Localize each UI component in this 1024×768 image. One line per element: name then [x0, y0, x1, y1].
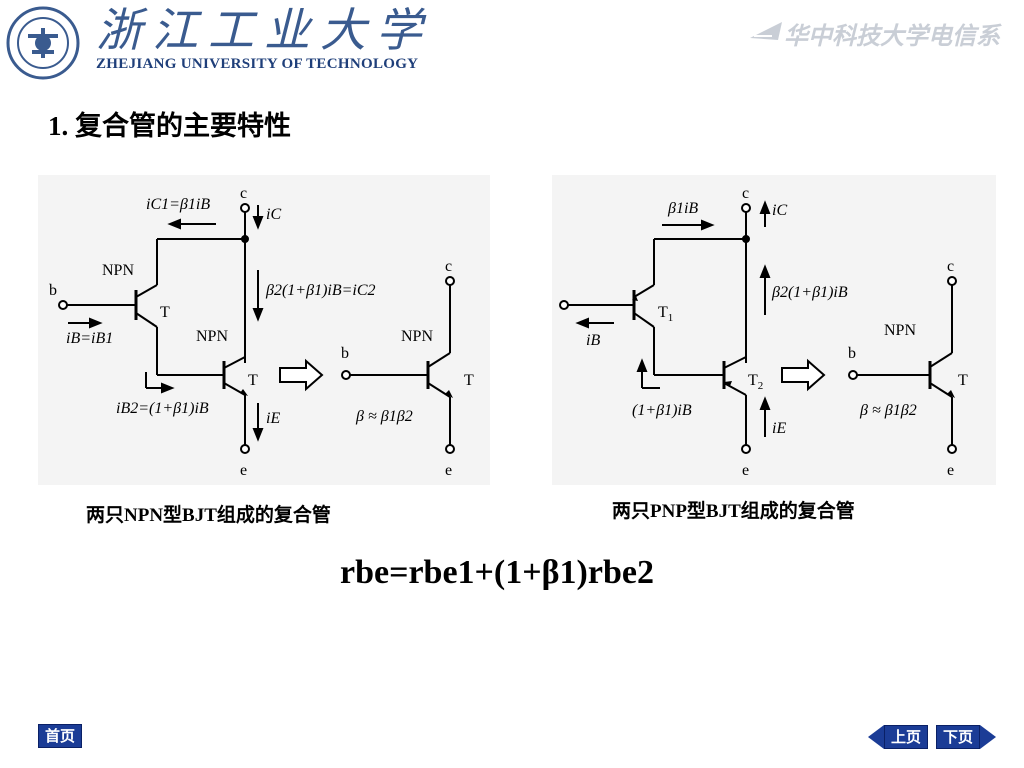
npn-label-npn1: NPN [102, 262, 134, 279]
section-title: 1. 复合管的主要特性 [48, 111, 291, 141]
pnp-label-ie: iE [772, 420, 786, 437]
npn-label-e-eq: e [445, 462, 452, 479]
pnp-diagram-panel [552, 175, 996, 485]
pnp-label-ib: iB [586, 332, 600, 349]
formula: rbe=rbe1+(1+β1)rbe2 [340, 554, 654, 591]
pnp-composite-diagram: c e T1 T2 NPN b c T e β1iB iC β2(1+β1)iB… [559, 185, 968, 479]
npn-label-ic1: iC1=β1iB [146, 196, 210, 213]
pnp-label-b1ib: β1iB [667, 200, 698, 217]
next-button[interactable]: 下页 [936, 725, 981, 749]
university-name-cn: 浙江工业大学 [96, 3, 432, 57]
npn-label-t2: T [248, 372, 258, 389]
pnp-label-ic: iC [772, 202, 787, 219]
pnp-caption: 两只PNP型BJT组成的复合管 [612, 501, 855, 522]
university-name-en: ZHEJIANG UNIVERSITY OF TECHNOLOGY [96, 56, 419, 72]
pnp-label-b-eq: b [848, 345, 856, 362]
pnp-label-t: T [958, 372, 968, 389]
npn-label-t1: T [160, 304, 170, 321]
npn-label-npn2: NPN [196, 328, 228, 345]
npn-diagram-panel [38, 175, 490, 485]
prev-button[interactable]: 上页 [884, 725, 929, 749]
npn-composite-diagram: b c e NPN T NPN T NPN b c T e iC1=β1iB i… [49, 185, 474, 479]
pnp-label-c: c [742, 185, 749, 202]
npn-label-ic: iC [266, 206, 281, 223]
pnp-label-e: e [742, 462, 749, 479]
pnp-label-t2: T2 [748, 372, 763, 392]
next-arrow-icon [980, 725, 996, 749]
npn-label-c-eq: c [445, 258, 452, 275]
pnp-label-c-eq: c [947, 258, 954, 275]
npn-label-c: c [240, 185, 247, 202]
partner-logo-icon [750, 22, 782, 40]
npn-caption: 两只NPN型BJT组成的复合管 [86, 505, 331, 526]
prev-arrow-icon [868, 725, 884, 749]
npn-label-npn3: NPN [401, 328, 433, 345]
home-button[interactable]: 首页 [38, 724, 83, 748]
pnp-label-e-eq: e [947, 462, 954, 479]
npn-label-ib: iB=iB1 [66, 330, 113, 347]
pnp-label-beta2: β2(1+β1)iB [771, 284, 848, 301]
npn-label-t: T [464, 372, 474, 389]
university-seal-icon [6, 6, 80, 80]
partner-name: 华中科技大学电信系 [784, 21, 1000, 50]
npn-label-ib2: iB2=(1+β1)iB [116, 400, 209, 417]
npn-label-beta2: β2(1+β1)iB=iC2 [265, 282, 376, 299]
pnp-label-approx: β ≈ β1β2 [859, 402, 917, 419]
pnp-label-t1: T1 [658, 304, 673, 324]
pnp-label-b1: (1+β1)iB [632, 402, 692, 419]
npn-label-e: e [240, 462, 247, 479]
npn-label-b-eq: b [341, 345, 349, 362]
npn-label-b: b [49, 282, 57, 299]
pnp-label-npn: NPN [884, 322, 916, 339]
npn-label-ie: iE [266, 410, 280, 427]
npn-label-approx: β ≈ β1β2 [355, 408, 413, 425]
